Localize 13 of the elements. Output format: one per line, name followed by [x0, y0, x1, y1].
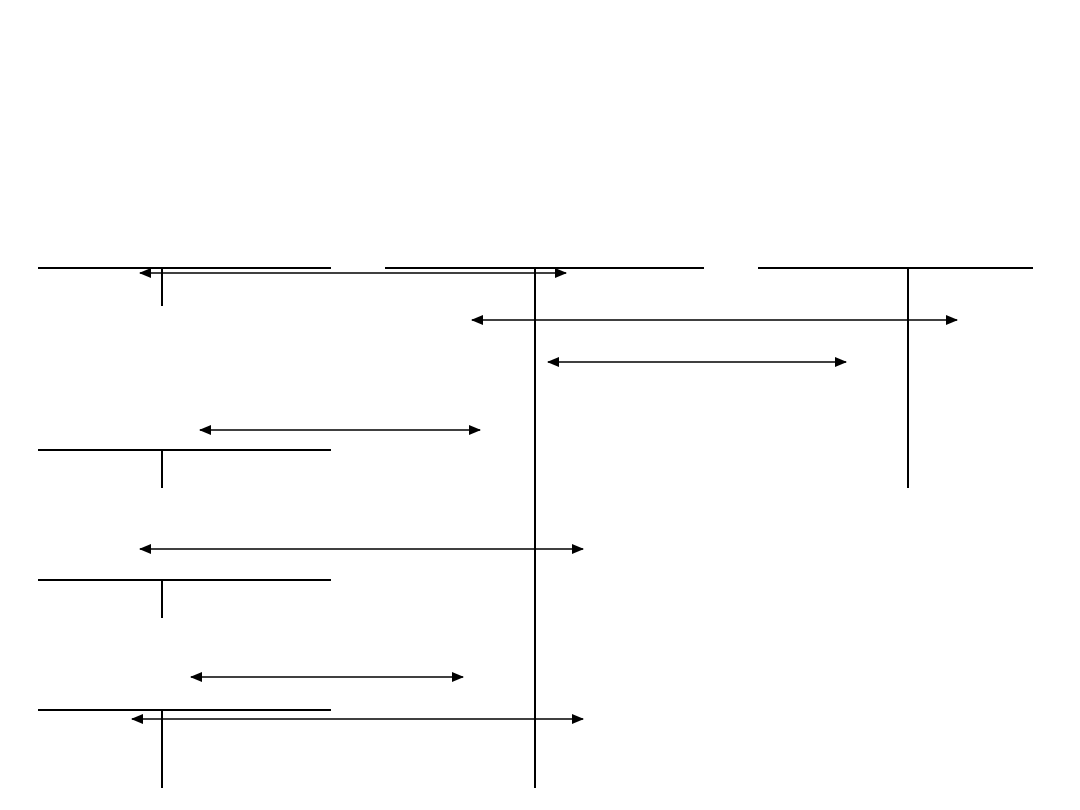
double-arrow	[131, 714, 584, 724]
double-arrow	[190, 672, 464, 682]
double-arrow	[139, 268, 567, 278]
double-arrow	[199, 425, 481, 435]
t-account	[385, 267, 704, 788]
t-account	[38, 449, 331, 488]
double-arrow	[471, 315, 958, 325]
double-arrow	[547, 357, 847, 367]
t-account	[758, 267, 1033, 488]
t-account	[38, 267, 331, 306]
double-arrow	[139, 544, 584, 554]
t-account	[38, 709, 331, 788]
t-account	[38, 579, 331, 618]
